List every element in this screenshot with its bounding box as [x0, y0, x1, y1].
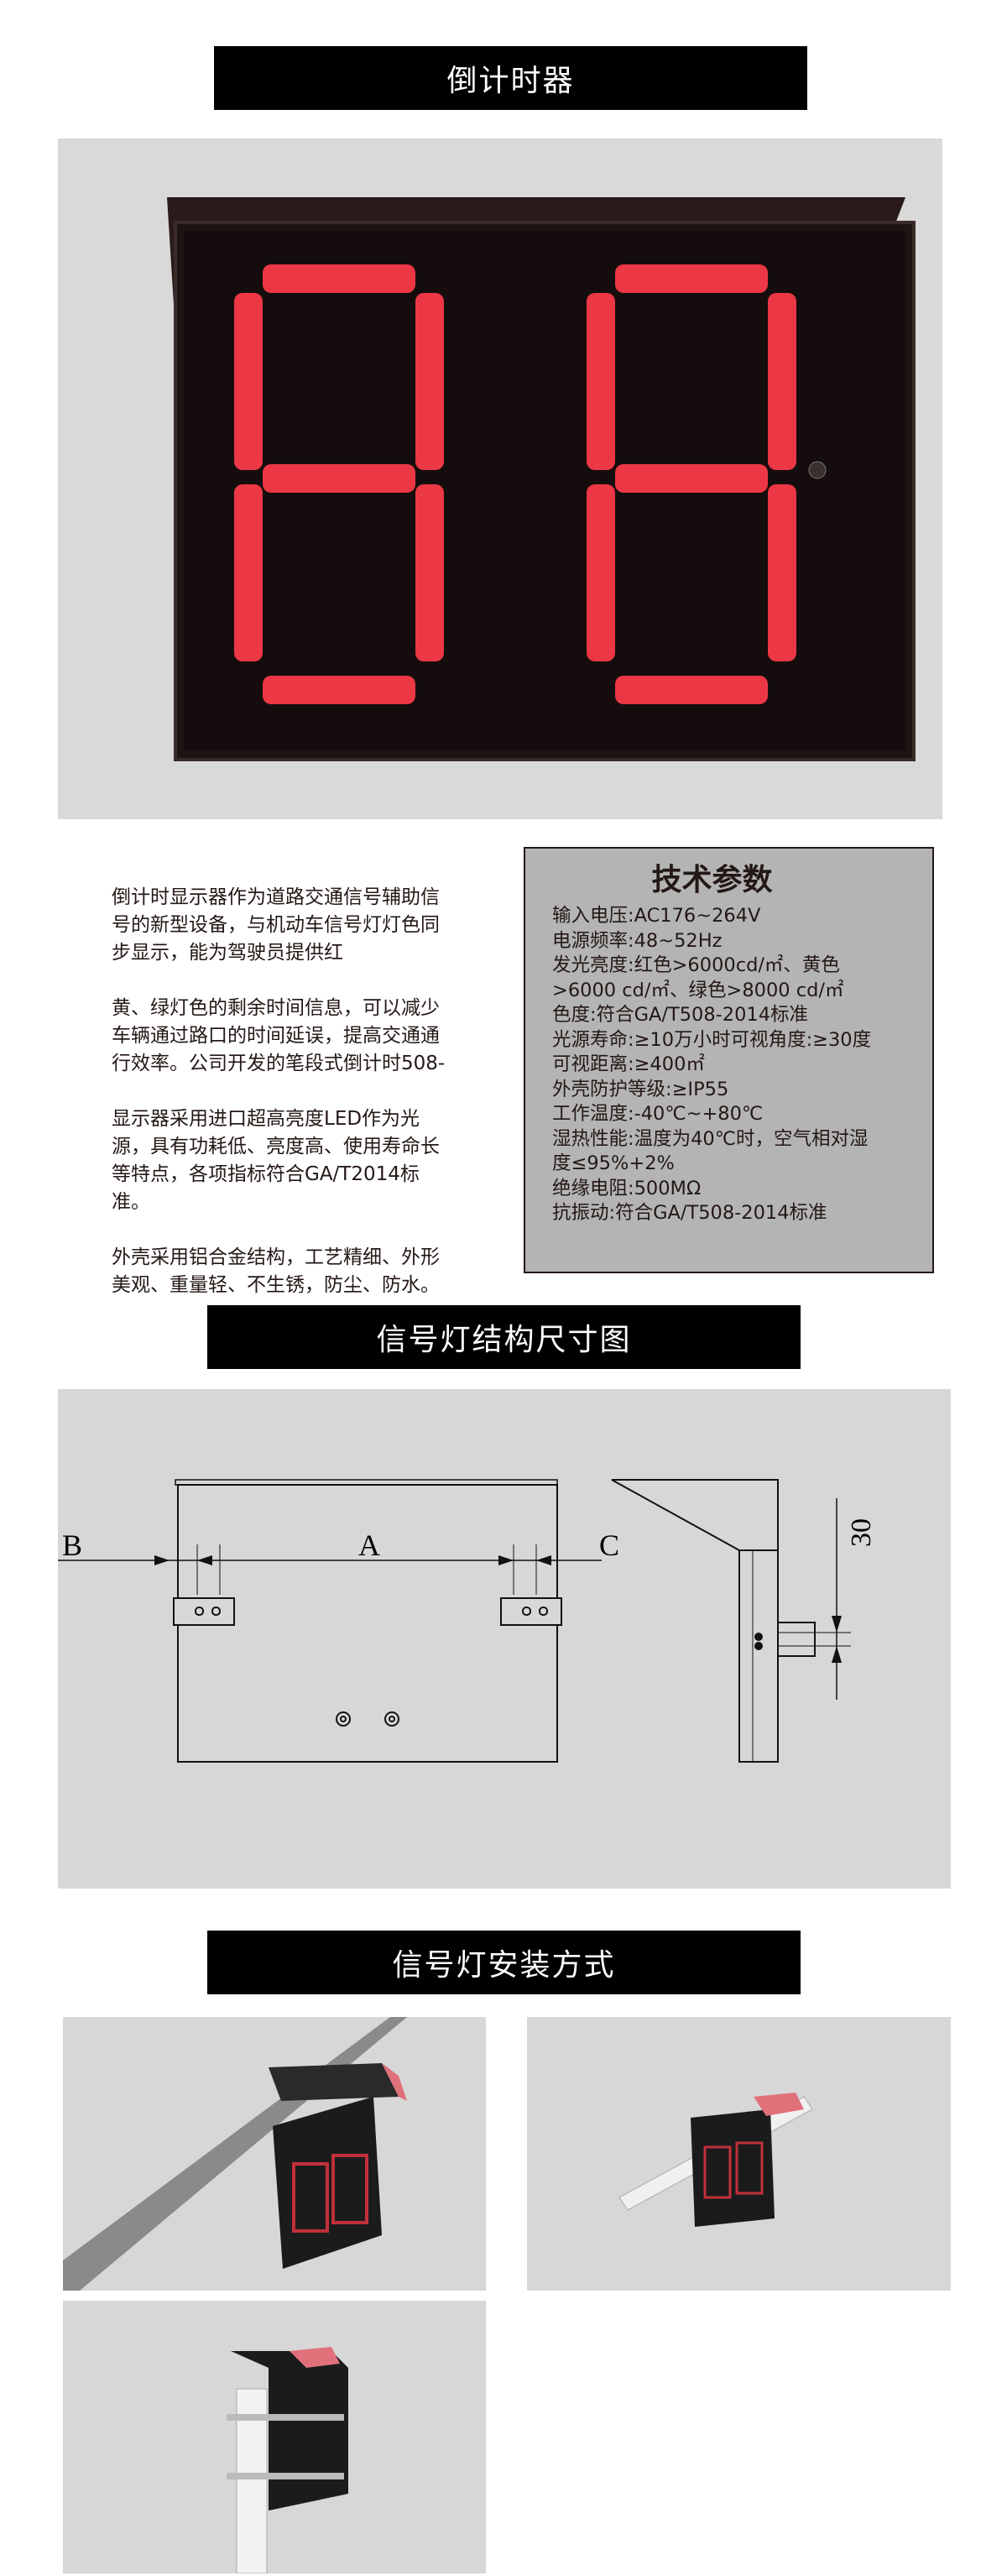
dimension-label-a: A: [358, 1528, 380, 1562]
led-segment: [415, 293, 444, 470]
pole-side-mount-illustration: [618, 2093, 813, 2227]
led-segment: [263, 676, 415, 704]
spec-row: 发光亮度:红色>6000cd/㎡、黄色: [552, 954, 840, 976]
sensor-icon: [808, 461, 827, 479]
led-segment: [587, 484, 615, 661]
spec-row: 光源寿命:≥10万小时可视角度:≥30度: [552, 1028, 872, 1051]
pole-clamp-mount-illustration: [227, 2347, 348, 2573]
dimension-label-c: C: [599, 1528, 619, 1562]
spec-row: 抗振动:符合GA/T508-2014标准: [552, 1202, 827, 1224]
intro-text: 倒计时显示器作为道路交通信号辅助信号的新型设备，与机动车信号灯灯色同步显示，能为…: [112, 856, 447, 1327]
spec-row: 工作温度:-40℃~+80℃: [552, 1103, 764, 1125]
led-segment: [263, 264, 415, 293]
section-title-installation: 信号灯安装方式: [207, 1931, 801, 1994]
countdown-product-photo: [58, 138, 942, 819]
led-segment: [263, 464, 415, 493]
spec-row: 外壳防护等级:≥IP55: [552, 1078, 729, 1100]
led-segment: [415, 484, 444, 661]
dimension-drawing-svg: B A C 30: [58, 1479, 877, 1763]
dimension-label-b: B: [62, 1528, 82, 1562]
intro-paragraph: 倒计时显示器作为道路交通信号辅助信号的新型设备，与机动车信号灯灯色同步显示，能为…: [112, 886, 440, 964]
spec-row: 绝缘电阻:500MΩ: [552, 1177, 702, 1199]
install-photo-pole-clamp: [63, 2301, 486, 2573]
led-segment: [615, 264, 768, 293]
countdown-display-illustration: [167, 197, 916, 761]
spec-row: 色度:符合GA/T508-2014标准: [552, 1004, 809, 1026]
intro-paragraph: 显示器采用进口超高亮度LED作为光源，具有功耗低、亮度高、使用寿命长等特点，各项…: [112, 1108, 440, 1213]
section-title-countdown: 倒计时器: [214, 46, 807, 110]
spec-box: 技术参数 输入电压:AC176~264V 电源频率:48~52Hz 发光亮度:红…: [524, 847, 934, 1273]
spec-row: 湿热性能:温度为40℃时，空气相对湿: [552, 1127, 869, 1150]
led-segment: [768, 293, 796, 470]
spec-row: 电源频率:48~52Hz: [552, 929, 723, 952]
led-segment: [234, 484, 263, 661]
led-segment: [615, 464, 768, 493]
led-segment: [768, 484, 796, 661]
spec-row: >6000 cd/㎡、绿色>8000 cd/㎡: [552, 979, 844, 1001]
spec-row: 度≤95%+2%: [552, 1152, 675, 1174]
led-segment: [587, 293, 615, 470]
intro-paragraph: 外壳采用铝合金结构，工艺精细、外形美观、重量轻、不生锈，防尘、防水。: [112, 1246, 440, 1296]
dimension-drawing: B A C 30: [58, 1389, 951, 1889]
install-photo-pole-side: [527, 2017, 951, 2291]
spec-title: 技术参数: [651, 863, 773, 897]
spec-row: 可视距离:≥400㎡: [552, 1053, 705, 1075]
led-segment: [615, 676, 768, 704]
dimension-label-30: 30: [846, 1518, 877, 1547]
spec-row: 输入电压:AC176~264V: [552, 905, 761, 927]
install-photo-crossarm: [63, 2017, 486, 2291]
section-title-structure: 信号灯结构尺寸图: [207, 1305, 801, 1369]
led-segment: [234, 293, 263, 470]
crossarm-mount-illustration: [63, 2017, 407, 2291]
intro-paragraph: 黄、绿灯色的剩余时间信息，可以减少车辆通过路口的时间延误，提高交通通行效率。公司…: [112, 997, 446, 1074]
